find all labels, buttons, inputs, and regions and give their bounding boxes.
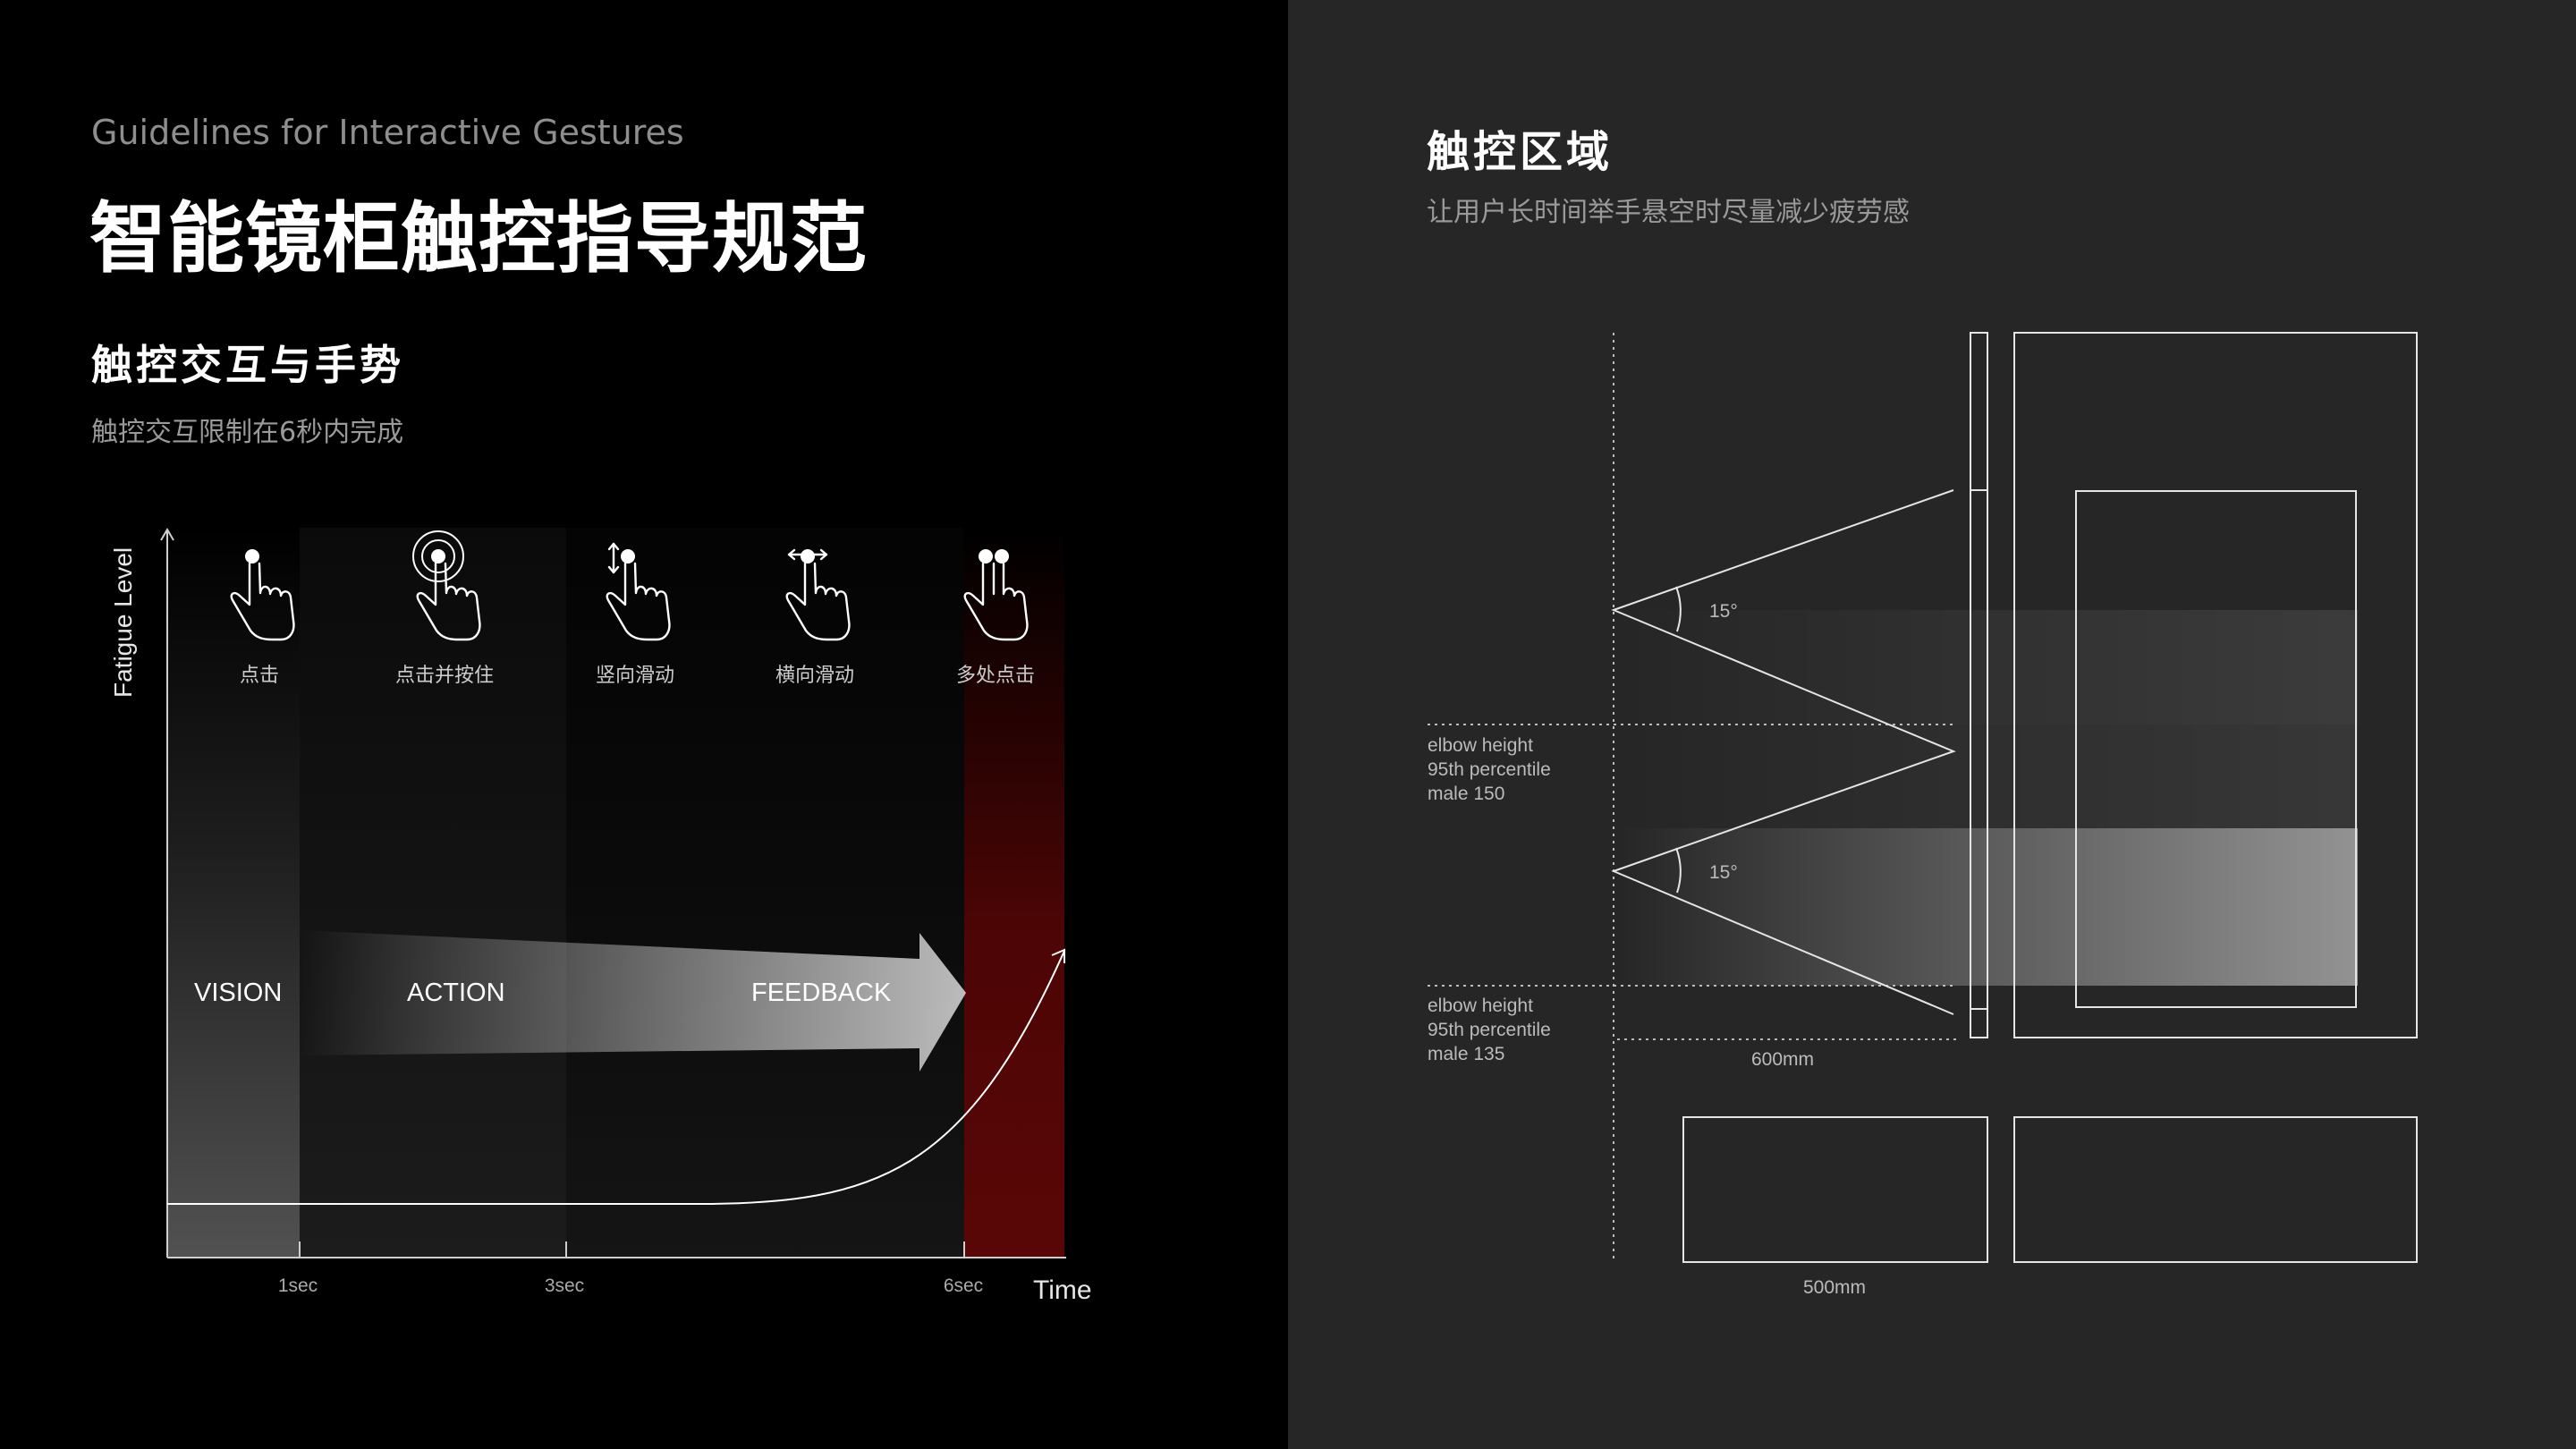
elbow-135-line-3: male 135 [1428, 1044, 1504, 1064]
y-axis-arrowhead [160, 528, 174, 541]
vertical-swipe-icon [606, 542, 671, 641]
mirror-display-area [2075, 490, 2357, 1008]
touch-area-description: 让用户长时间举手悬空时尽量减少疲劳感 [1427, 197, 1910, 228]
angle-label-top: 15° [1709, 601, 1738, 622]
subtitle-english: Guidelines for Interactive Gestures [91, 113, 684, 152]
gesture-label-tap: 点击 [240, 665, 279, 687]
gestures-section-title: 触控交互与手势 [91, 341, 404, 389]
x-axis-label: Time [1033, 1275, 1092, 1305]
tick-label-1sec: 1sec [278, 1275, 318, 1296]
mirror-side-profile [1970, 332, 1988, 1038]
elbow-135-line-1: elbow height [1428, 996, 1533, 1016]
horizontal-swipe-icon [785, 548, 851, 641]
tick-label-6sec: 6sec [944, 1275, 983, 1296]
multi-tap-icon [963, 549, 1029, 641]
reach-angle-lines [1611, 489, 1956, 1015]
gesture-label-multi-tap: 多处点击 [956, 665, 1035, 687]
angle-label-bottom: 15° [1709, 862, 1738, 883]
phase-label-vision: VISION [194, 979, 282, 1007]
mirror-cabinet-front [2013, 332, 2418, 1038]
fatigue-curve-arrowhead [1051, 948, 1065, 963]
feedback-phase-band [566, 528, 964, 1258]
gesture-label-horizontal-swipe: 横向滑动 [775, 665, 854, 687]
gestures-section-description: 触控交互限制在6秒内完成 [91, 417, 404, 448]
angle-arc-top [1675, 586, 1682, 632]
fatigue-chart: Fatigue Level Time 1sec 3sec 6sec VISION… [109, 528, 1092, 1305]
touch-area-title: 触控区域 [1427, 127, 1614, 177]
phase-label-feedback: FEEDBACK [751, 979, 892, 1007]
elbow-150-line-3: male 150 [1428, 784, 1504, 804]
vision-phase-band [167, 528, 300, 1258]
touch-area-diagram: 15° 15° elbow height 95th percentile mal… [1428, 332, 2418, 1298]
phase-label-action: ACTION [407, 979, 505, 1007]
gesture-label-tap-hold: 点击并按住 [395, 665, 494, 687]
elbow-150-line-1: elbow height [1428, 735, 1533, 756]
fatigue-curve [167, 950, 1065, 1205]
tap-hold-icon [412, 530, 481, 641]
page-title: 智能镜柜触控指导规范 [89, 194, 868, 284]
y-axis-label: Fatigue Level [109, 547, 137, 698]
base-cabinet-front [2013, 1116, 2418, 1263]
base-cabinet-side [1682, 1116, 1988, 1263]
tap-icon [230, 549, 295, 641]
tick-label-3sec: 3sec [545, 1275, 584, 1296]
gesture-label-vertical-swipe: 竖向滑动 [596, 665, 674, 687]
action-phase-band [300, 528, 566, 1258]
fatigue-warning-band [964, 528, 1064, 1258]
dimension-600mm: 600mm [1751, 1049, 1814, 1070]
angle-arc-bottom [1675, 847, 1682, 894]
phase-arrow [300, 930, 966, 1072]
dimension-500mm: 500mm [1803, 1277, 1866, 1298]
elbow-135-line-2: 95th percentile [1428, 1020, 1551, 1040]
elbow-150-line-2: 95th percentile [1428, 759, 1551, 780]
